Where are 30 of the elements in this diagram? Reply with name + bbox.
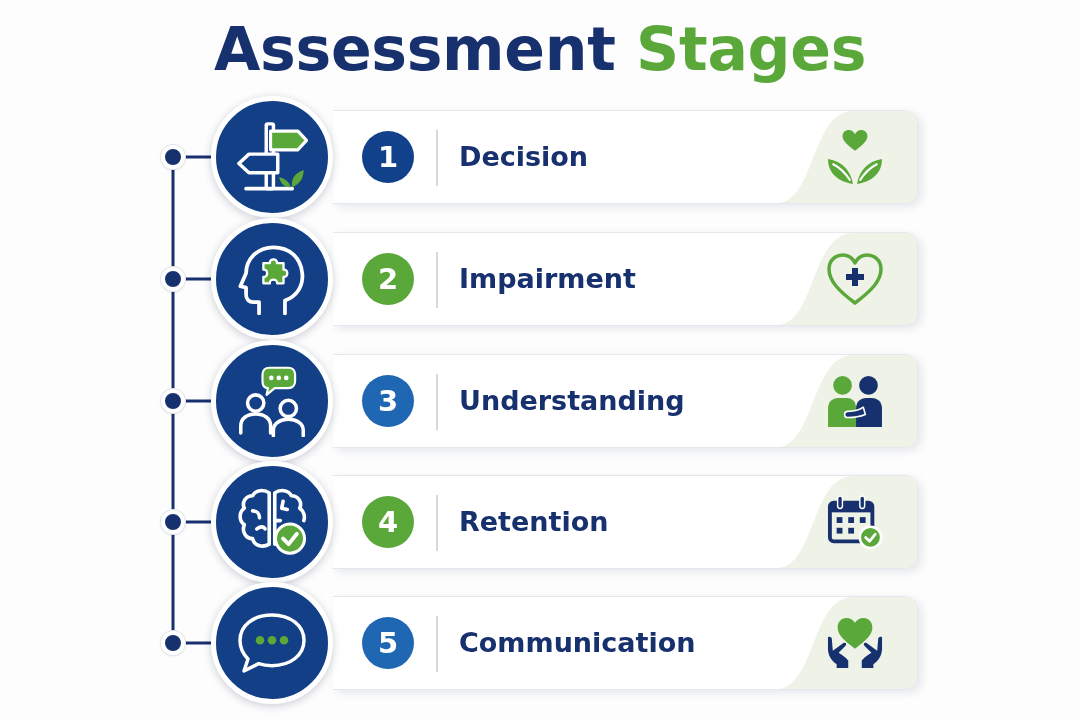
- connector-line: [185, 641, 211, 645]
- stage-card: [333, 354, 918, 448]
- step-number: 5: [362, 617, 414, 669]
- timeline-dot: [161, 145, 185, 169]
- connector-line: [171, 169, 175, 267]
- title: Assessment Stages: [212, 13, 868, 85]
- connector-line: [171, 534, 175, 631]
- stage-label: Decision: [459, 140, 589, 174]
- connector-line: [185, 277, 211, 281]
- stage-label: Understanding: [459, 384, 685, 418]
- step-number: 2: [362, 253, 414, 305]
- step-number: 4: [362, 496, 414, 548]
- stage-card: [333, 110, 918, 204]
- connector-line: [185, 520, 211, 524]
- stage-card: [333, 596, 918, 690]
- step-number: 1: [362, 131, 414, 183]
- connector-line: [185, 399, 211, 403]
- timeline-dot: [161, 510, 185, 534]
- stage-card: [333, 232, 918, 326]
- stage-label: Impairment: [459, 262, 636, 296]
- stage-card: [333, 475, 918, 569]
- timeline-dot: [161, 631, 185, 655]
- stage-label: Communication: [459, 626, 696, 660]
- connector-line: [185, 155, 211, 159]
- timeline-dot: [161, 267, 185, 291]
- connector-line: [171, 413, 175, 510]
- stage-label: Retention: [459, 505, 609, 539]
- timeline-dot: [161, 389, 185, 413]
- connector-line: [171, 291, 175, 389]
- step-number: 3: [362, 375, 414, 427]
